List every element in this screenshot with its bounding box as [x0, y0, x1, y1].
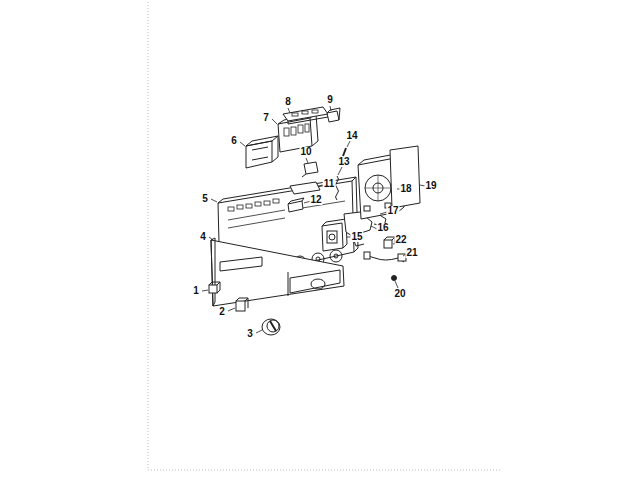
callout-number: 10 [299, 147, 312, 157]
callout-number: 12 [309, 195, 322, 205]
callout-number: 17 [386, 206, 399, 216]
callout-number: 6 [230, 136, 238, 146]
callout-number: 19 [424, 181, 437, 191]
callout-number: 1 [192, 286, 200, 296]
callout-number: 8 [284, 97, 292, 107]
callout-number: 15 [350, 232, 363, 242]
callout-number: 5 [201, 194, 209, 204]
callout-number: 20 [393, 289, 406, 299]
callout-number: 18 [399, 184, 412, 194]
callout-number: 2 [218, 307, 226, 317]
callout-number: 11 [323, 179, 336, 189]
callout-number: 21 [405, 248, 418, 258]
callout-number: 4 [199, 232, 207, 242]
callout-number: 22 [394, 235, 407, 245]
callout-number: 7 [262, 113, 270, 123]
callout-number: 16 [376, 223, 389, 233]
callout-number: 9 [326, 95, 334, 105]
callout-number: 3 [246, 329, 254, 339]
callout-number: 13 [337, 157, 350, 167]
callout-number: 14 [345, 131, 358, 141]
